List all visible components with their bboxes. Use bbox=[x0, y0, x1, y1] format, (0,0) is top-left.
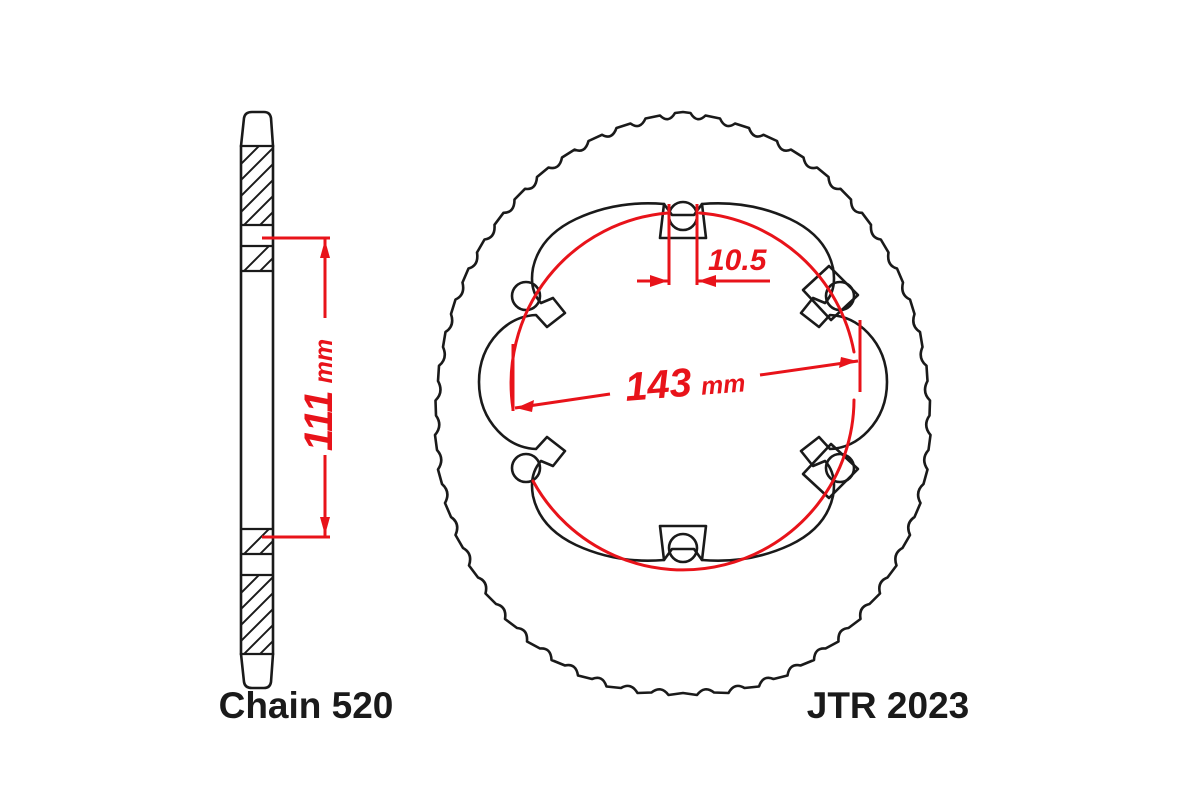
dimension-111mm-label: 111mm bbox=[297, 339, 341, 451]
mounting-tab-top bbox=[658, 202, 708, 240]
side-view-hatch-top bbox=[241, 146, 273, 225]
mounting-hole-bottom bbox=[667, 532, 699, 564]
bolt-circle-arc-right bbox=[698, 211, 856, 354]
bolt-notch-upper-right bbox=[801, 264, 860, 322]
part-number-caption: JTR 2023 bbox=[807, 685, 970, 726]
bolt-circle-arc-lower bbox=[531, 398, 856, 572]
bolt-notch-lower-right bbox=[801, 442, 860, 500]
dimension-10-5: 10.5 bbox=[637, 204, 770, 287]
mounting-hole-lower-left bbox=[510, 452, 542, 484]
sprocket-teeth-outline bbox=[433, 110, 932, 697]
side-view-top-tooth bbox=[239, 110, 275, 148]
side-view-bottom-tooth bbox=[239, 652, 275, 690]
side-view-hatch-bottom bbox=[241, 575, 273, 654]
sprocket-face-view bbox=[433, 110, 932, 697]
side-view-hatch-upper-mid bbox=[242, 246, 273, 271]
chain-caption: Chain 520 bbox=[219, 685, 394, 726]
dimension-10-5-label: 10.5 bbox=[708, 244, 768, 277]
side-view-section-dividers bbox=[239, 144, 275, 656]
side-view-hatch-lower-mid bbox=[242, 529, 273, 554]
side-profile-view bbox=[239, 110, 275, 690]
mounting-tab-bottom bbox=[658, 524, 708, 562]
dimension-111mm: 111mm bbox=[262, 236, 341, 539]
